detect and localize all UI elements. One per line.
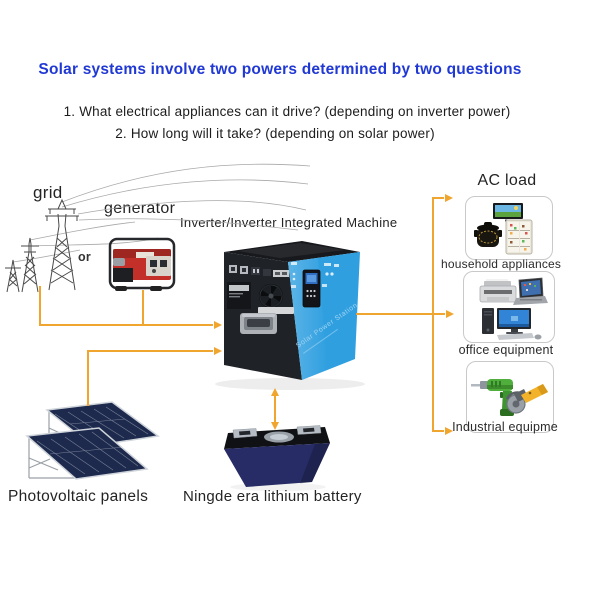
- refrigerator-icon: [505, 219, 533, 255]
- acload-branch-line-top: [432, 197, 444, 314]
- desktop-computer-icon: [482, 308, 542, 340]
- generator-label: generator: [104, 200, 176, 217]
- office-equipment-icons: [479, 277, 548, 340]
- pv-to-inverter-line: [87, 350, 213, 406]
- grid-label: grid: [33, 183, 63, 202]
- question-2: 2. How long will it take? (depending on …: [115, 126, 435, 141]
- connector-arrowheads: [214, 194, 454, 435]
- office-equipment-label: office equipment: [458, 343, 554, 357]
- grid-generator-to-inverter-line: [39, 286, 213, 326]
- inverter-label: Inverter/Inverter Integrated Machine: [180, 215, 398, 230]
- acload-branch-line-bottom: [432, 314, 444, 432]
- transmission-towers-icon: [5, 163, 311, 293]
- photovoltaic-panels-label: Photovoltaic panels: [8, 488, 149, 505]
- solar-panels-icon: [25, 401, 160, 480]
- page-title: Solar systems involve two powers determi…: [38, 61, 522, 78]
- or-label: or: [78, 250, 92, 264]
- laptop-icon: [513, 277, 548, 305]
- angle-grinder-icon: [505, 384, 548, 414]
- pressure-cooker-icon: [474, 222, 502, 247]
- industrial-equipment-label: Industrial equipme: [452, 420, 558, 434]
- connector-lines: [39, 197, 445, 432]
- tv-icon: [493, 203, 523, 222]
- industrial-equipment-box: [466, 361, 554, 433]
- ac-load-title: AC load: [477, 172, 537, 189]
- office-equipment-box: [463, 271, 555, 343]
- industrial-equipment-icons: [471, 379, 548, 416]
- generator-icon: [108, 237, 176, 291]
- household-appliances-icons: [474, 203, 533, 255]
- printer-icon: [479, 279, 517, 303]
- lithium-battery-icon: [224, 425, 330, 491]
- inverter-machine-icon: Solar Power Station: [215, 241, 365, 390]
- household-appliances-box: [465, 196, 553, 260]
- question-1: 1. What electrical appliances can it dri…: [63, 104, 511, 119]
- household-appliances-label: household appliances: [441, 257, 562, 271]
- battery-label: Ningde era lithium battery: [183, 488, 362, 505]
